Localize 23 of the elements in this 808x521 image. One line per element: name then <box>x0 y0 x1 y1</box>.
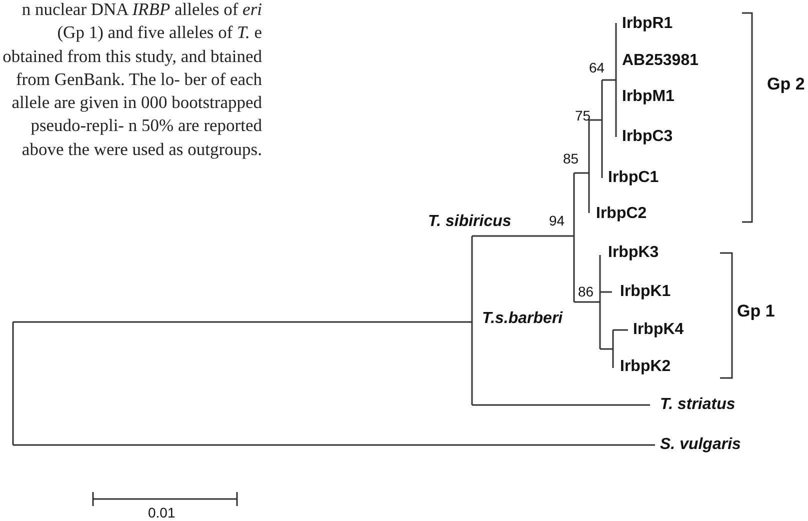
taxon-label: IrbpC3 <box>622 128 673 146</box>
bootstrap-value: 64 <box>589 60 605 76</box>
species-label: T. striatus <box>660 396 736 414</box>
taxon-label: IrbpK3 <box>608 244 659 262</box>
caption-text: n nuclear DNA IRBP alleles of eri (Gp 1) and five alleles of T. e obtained from this study, and btained from GenBank. The lo- ber of each allele are given in 000 bootstrapped pseudo-repli- n 50% are reported above the were used as outgroups. <box>2 0 262 161</box>
taxon-label: IrbpM1 <box>622 88 674 106</box>
taxon-label: AB253981 <box>622 52 698 70</box>
bootstrap-value: 94 <box>549 213 565 229</box>
taxon-label: IrbpK4 <box>633 321 684 339</box>
taxon-label: IrbpC1 <box>608 169 659 187</box>
taxon-label: IrbpK1 <box>620 283 671 301</box>
bootstrap-value: 75 <box>575 108 591 124</box>
scale-label: 0.01 <box>148 505 176 521</box>
species-label: T. sibiricus <box>428 213 512 231</box>
species-label: T.s.barberi <box>482 310 563 328</box>
species-label: S. vulgaris <box>660 436 741 454</box>
group-label: Gp 2 <box>767 76 805 94</box>
bootstrap-value: 86 <box>578 284 594 300</box>
taxon-label: IrbpC2 <box>596 205 647 223</box>
taxon-label: IrbpK2 <box>620 358 671 376</box>
bootstrap-value: 85 <box>563 151 579 167</box>
taxon-label: IrbpR1 <box>622 15 673 33</box>
group-label: Gp 1 <box>737 302 775 322</box>
